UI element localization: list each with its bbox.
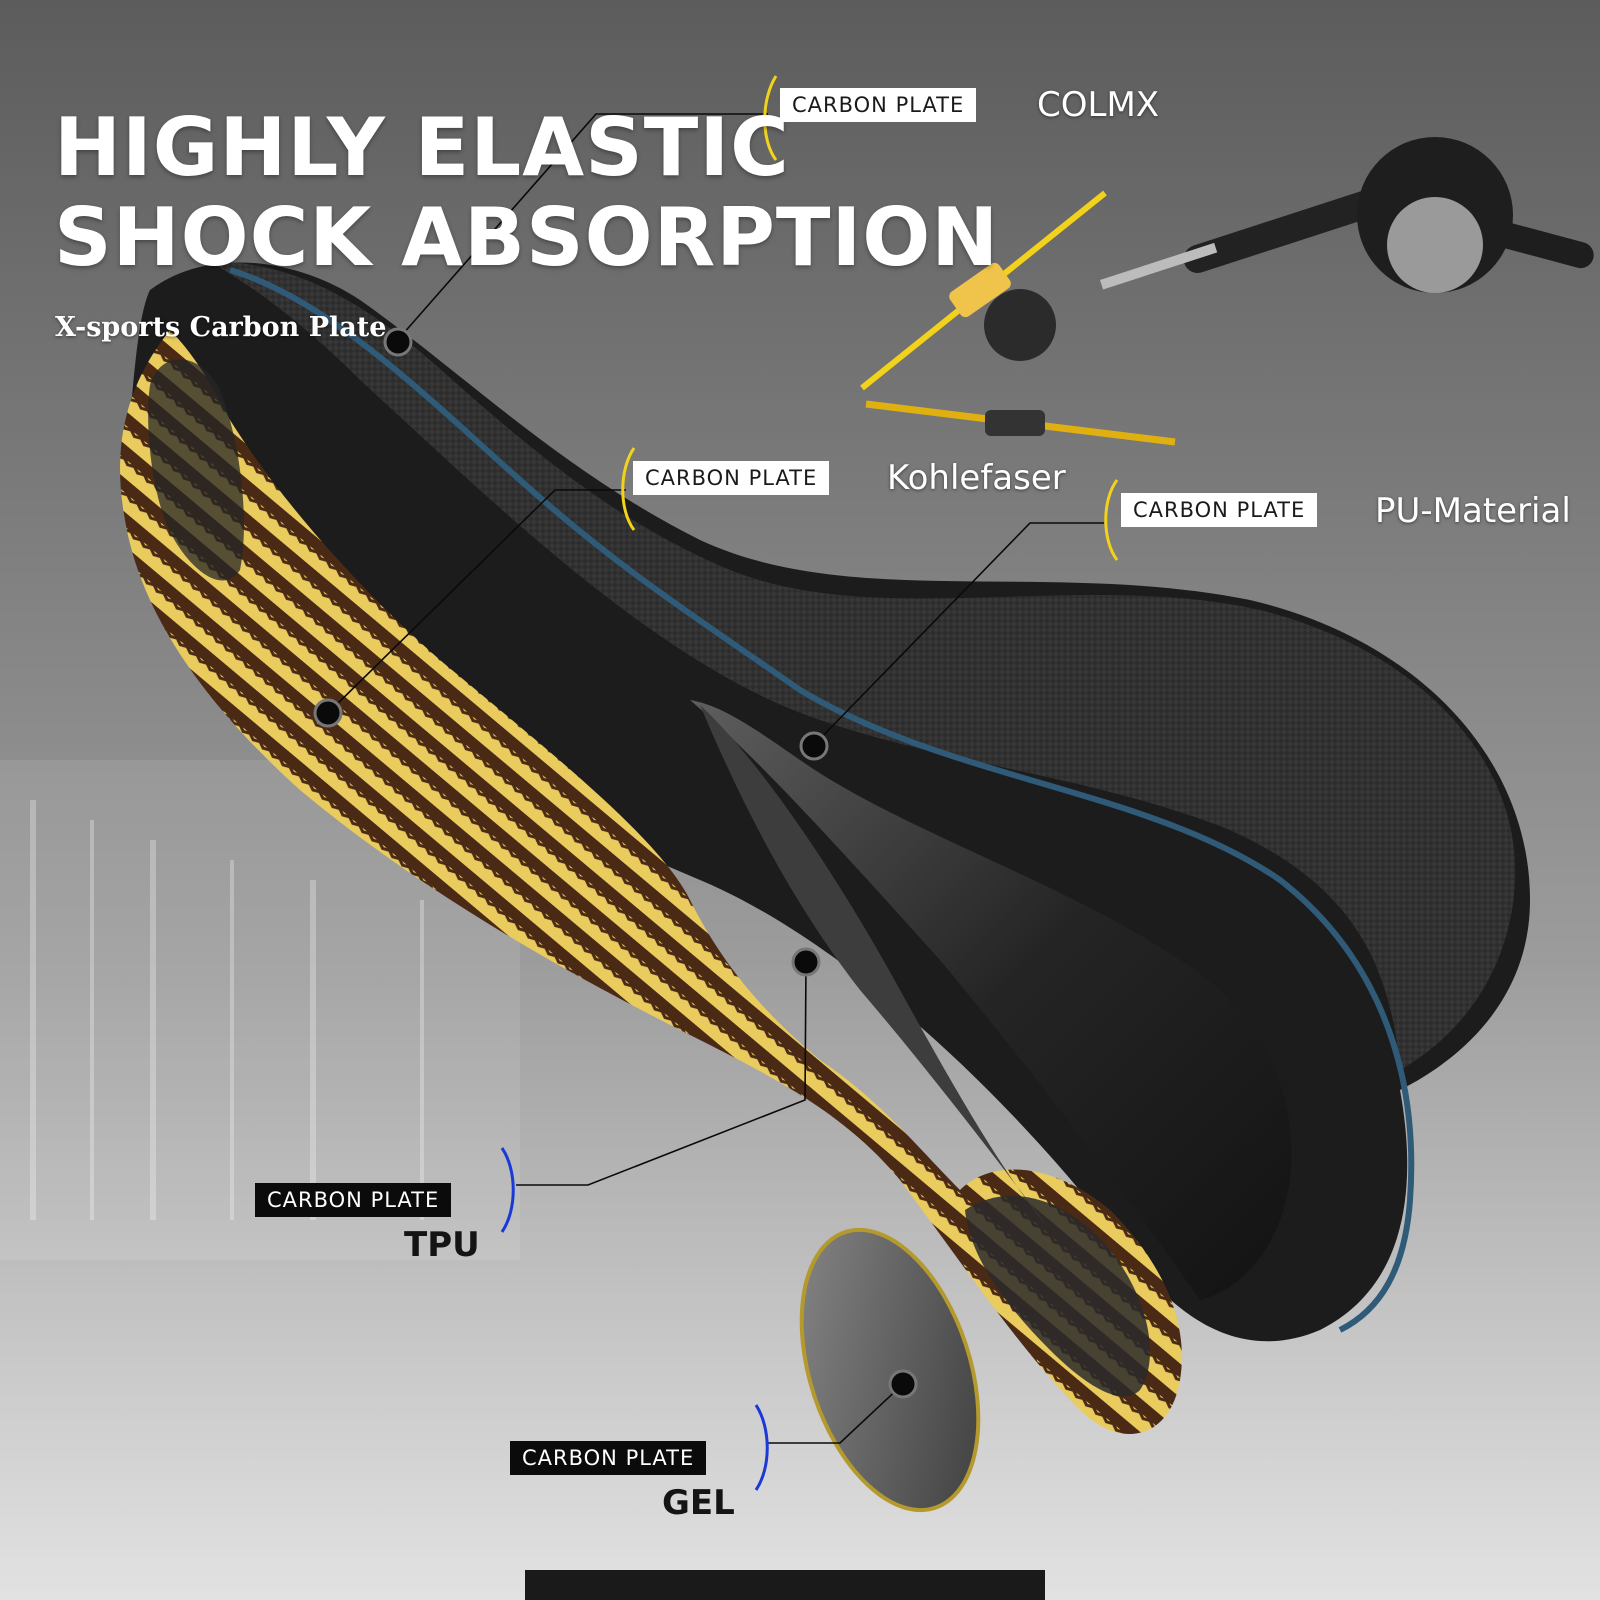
callout-tag-gel: CARBON PLATE [510,1441,707,1475]
headline-line-2: SHOCK ABSORPTION [54,191,1000,284]
carbon-plate-arch-cutout [148,359,244,581]
insole-blue-edge [229,267,1415,1333]
tpu-heel-support [700,705,1050,1230]
headline-line-1: HIGHLY ELASTIC [54,101,790,194]
callout-material-kohlefaser: Kohlefaser [887,458,1066,498]
callout-tag-colmx: CARBON PLATE [780,88,977,122]
carbon-plate-heel-cutout [965,1195,1150,1397]
bottom-base [525,1570,1045,1600]
callout-tag-kohlefaser: CARBON PLATE [633,461,830,495]
hardware-assembly [860,137,1594,446]
subtitle: X-sports Carbon Plate [55,312,387,343]
leader-dots [313,327,918,1399]
insole-knit-top [210,261,1516,1070]
heel-cup [690,700,1292,1300]
callout-material-pu-material: PU-Material [1375,491,1571,531]
callout-brackets-blue [500,1147,769,1491]
callout-tag-pu-material: CARBON PLATE [1121,493,1318,527]
callout-material-colmx: COLMX [1037,85,1160,125]
leader-lines [327,113,1104,1444]
callout-material-gel: GEL [662,1483,735,1523]
carbon-plate [120,330,1182,1434]
callout-material-tpu: TPU [404,1225,480,1265]
callout-tag-tpu: CARBON PLATE [255,1183,452,1217]
gel-disc [799,1227,981,1513]
callout-brackets-yellow [621,75,1119,561]
